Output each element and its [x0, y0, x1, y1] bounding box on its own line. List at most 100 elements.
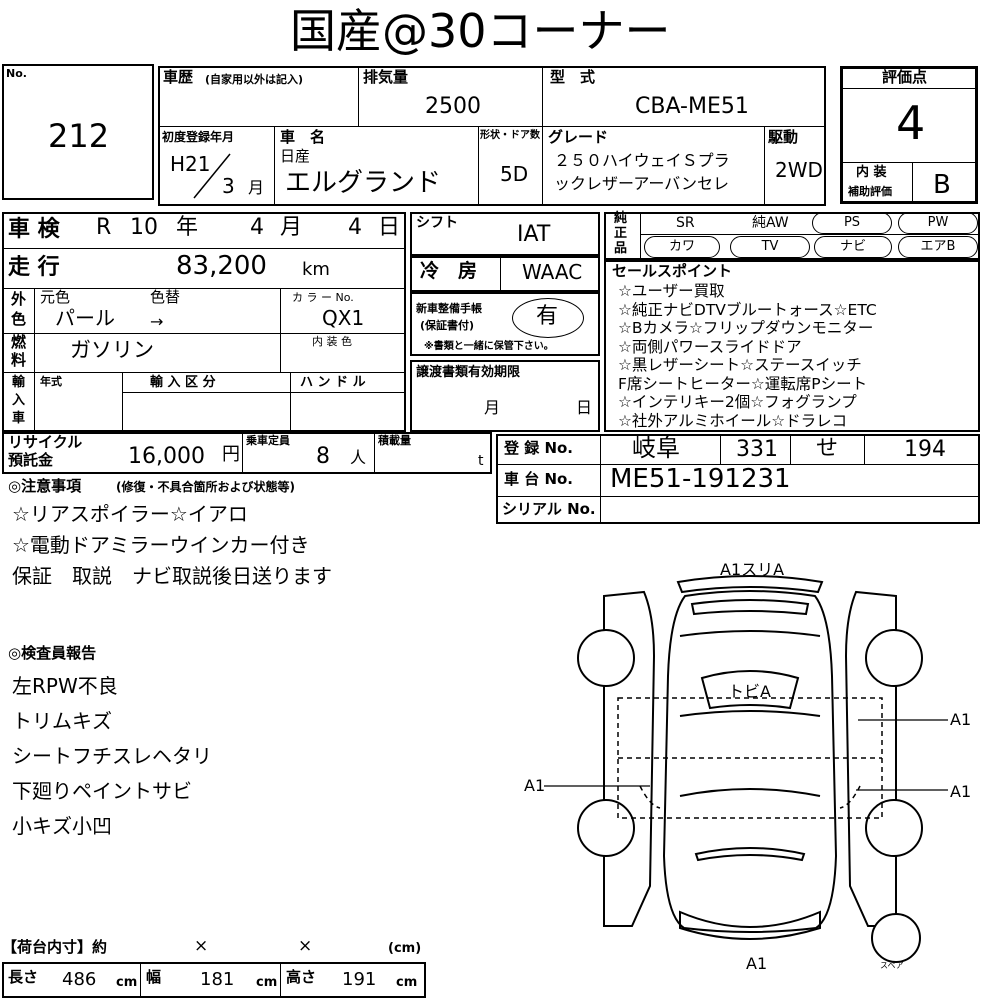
chassis-label: 車 台 No. — [504, 470, 574, 488]
ac-box — [410, 256, 600, 292]
body-type-value: 5D — [500, 162, 529, 186]
recycle-label-1: リサイクル — [8, 433, 83, 451]
inspector-report-line: 左RPW不良 — [12, 674, 118, 698]
equipment-label-3: 品 — [614, 241, 628, 256]
transfer-docs-box — [410, 360, 600, 432]
cargo-unit: (cm) — [388, 941, 422, 956]
equipment-label-1: 純 — [614, 211, 628, 226]
inspection-day-unit: 日 — [378, 215, 401, 240]
registration-block — [496, 434, 980, 524]
inspector-report-line: 小キズ小凹 — [12, 814, 112, 838]
grade-label: グレード — [548, 128, 609, 146]
sales-point-line: ☆黒レザーシート☆ステースイッチ — [618, 356, 862, 374]
first-registration-era: H21 — [170, 152, 211, 176]
diagram-label-right-lower: A1 — [950, 782, 972, 801]
page-title: 国産@30コーナー — [290, 4, 671, 58]
notes-label: ◎注意事項 — [8, 477, 82, 495]
equipment-pw: PW — [898, 212, 978, 234]
equipment-tv: TV — [730, 236, 810, 258]
inspector-report-line: トリムキズ — [12, 709, 112, 733]
drive-label: 駆動 — [768, 128, 799, 146]
maintenance-book-note: ※書類と一緒に保管下さい。 — [424, 341, 554, 352]
vehicle-info-block — [158, 66, 826, 206]
import-year-label: 年式 — [40, 375, 62, 388]
exterior-color-label-2: 色 — [11, 310, 27, 328]
maintenance-book-box — [410, 292, 600, 356]
maintenance-book-label-2: (保証書付) — [420, 319, 475, 332]
color-change-label: 色替 — [150, 288, 181, 306]
interior-color-label: 内 装 色 — [312, 335, 352, 348]
color-code-label: カ ラ ー No. — [292, 291, 354, 304]
lot-number-value: 212 — [48, 117, 110, 155]
ac-value: WAAC — [522, 260, 583, 284]
sales-point-line: F席シートヒーター☆運転席Pシート — [618, 374, 868, 393]
load-unit: t — [478, 453, 484, 469]
inspection-year-unit: 年 — [176, 215, 199, 240]
body-type-label: 形状・ドア数 — [480, 130, 540, 141]
diagram-label-left: A1 — [524, 776, 546, 795]
fuel-label-1: 燃 — [11, 333, 27, 351]
inspection-month-unit: 月 — [280, 215, 303, 240]
diagram-label-top: A1スリA — [720, 560, 785, 579]
import-type-label: 輸 入 区 分 — [150, 375, 216, 390]
sales-points-box — [604, 260, 980, 432]
date-slash — [193, 153, 231, 199]
cargo-box — [2, 962, 426, 998]
diagram-label-right-upper: A1 — [950, 710, 972, 729]
notes-sub-label: (修復・不具合箇所および状態等) — [116, 480, 295, 494]
equipment-leather: カワ — [644, 236, 720, 258]
note-line: ☆リアスポイラー☆イアロ — [12, 502, 248, 526]
history-label: 車歴 — [163, 68, 194, 86]
score-box — [840, 66, 978, 204]
inspection-year: 10 — [130, 215, 158, 240]
shift-box — [410, 212, 600, 256]
cargo-width-label: 幅 — [146, 968, 162, 986]
inspection-label: 車 検 — [8, 217, 60, 242]
mileage-value: 83,200 — [176, 251, 267, 281]
recycle-box — [2, 432, 492, 474]
interior-score-label-2: 補助評価 — [848, 185, 892, 198]
cargo-width-value: 181 — [200, 969, 235, 990]
shift-value: IAT — [517, 222, 551, 247]
car-damage-diagram — [544, 575, 948, 963]
sales-point-line: ☆社外アルミホイール☆ドラレコ — [618, 411, 848, 430]
equipment-ps: PS — [812, 212, 892, 234]
capacity-unit: 人 — [350, 448, 367, 467]
model-label: 型 式 — [550, 68, 596, 86]
import-label-1: 輸 — [12, 375, 26, 390]
recycle-label-2: 預託金 — [8, 451, 54, 469]
handle-label: ハ ン ド ル — [300, 375, 366, 390]
fuel-label-2: 料 — [11, 351, 27, 369]
ac-label: 冷 房 — [420, 260, 478, 282]
inspection-day: 4 — [348, 215, 362, 240]
chassis-value: ME51-191231 — [610, 464, 791, 494]
model-value: CBA-ME51 — [635, 94, 749, 119]
registration-number: 194 — [904, 437, 946, 462]
inspector-report-label: ◎検査員報告 — [8, 644, 97, 662]
displacement-label: 排気量 — [363, 68, 409, 86]
import-label-2: 入 — [12, 393, 26, 408]
registration-kana: せ — [816, 436, 839, 461]
sales-point-line: ☆インテリキー2個☆フォグランプ — [618, 393, 857, 411]
sales-point-line: ☆Bカメラ☆フリップダウンモニター — [618, 319, 874, 337]
registration-class: 331 — [736, 437, 778, 462]
lot-number-box — [2, 64, 154, 200]
drive-value: 2WD — [775, 158, 823, 182]
recycle-value: 16,000 — [128, 444, 205, 469]
maintenance-book-label-1: 新車整備手帳 — [416, 302, 482, 315]
cargo-height-value: 191 — [342, 969, 377, 990]
equipment-sr: SR — [676, 215, 695, 231]
equipment-navi: ナビ — [814, 236, 892, 258]
shift-label: シフト — [416, 215, 458, 231]
cargo-label: 【荷台内寸】約 — [2, 938, 108, 956]
color-change-arrow: → — [150, 312, 164, 331]
diagram-label-roof: トビA — [728, 682, 771, 701]
maintenance-book-oval — [512, 298, 584, 338]
sales-point-line: ☆両側パワースライドドア — [618, 337, 802, 356]
lot-number-label: No. — [6, 67, 27, 80]
first-registration-label: 初度登録年月 — [162, 130, 235, 144]
maintenance-book-value: 有 — [536, 304, 559, 329]
original-color-label: 元色 — [40, 288, 71, 306]
note-line: ☆電動ドアミラーウインカー付き — [12, 533, 310, 557]
mileage-unit: km — [302, 259, 330, 280]
